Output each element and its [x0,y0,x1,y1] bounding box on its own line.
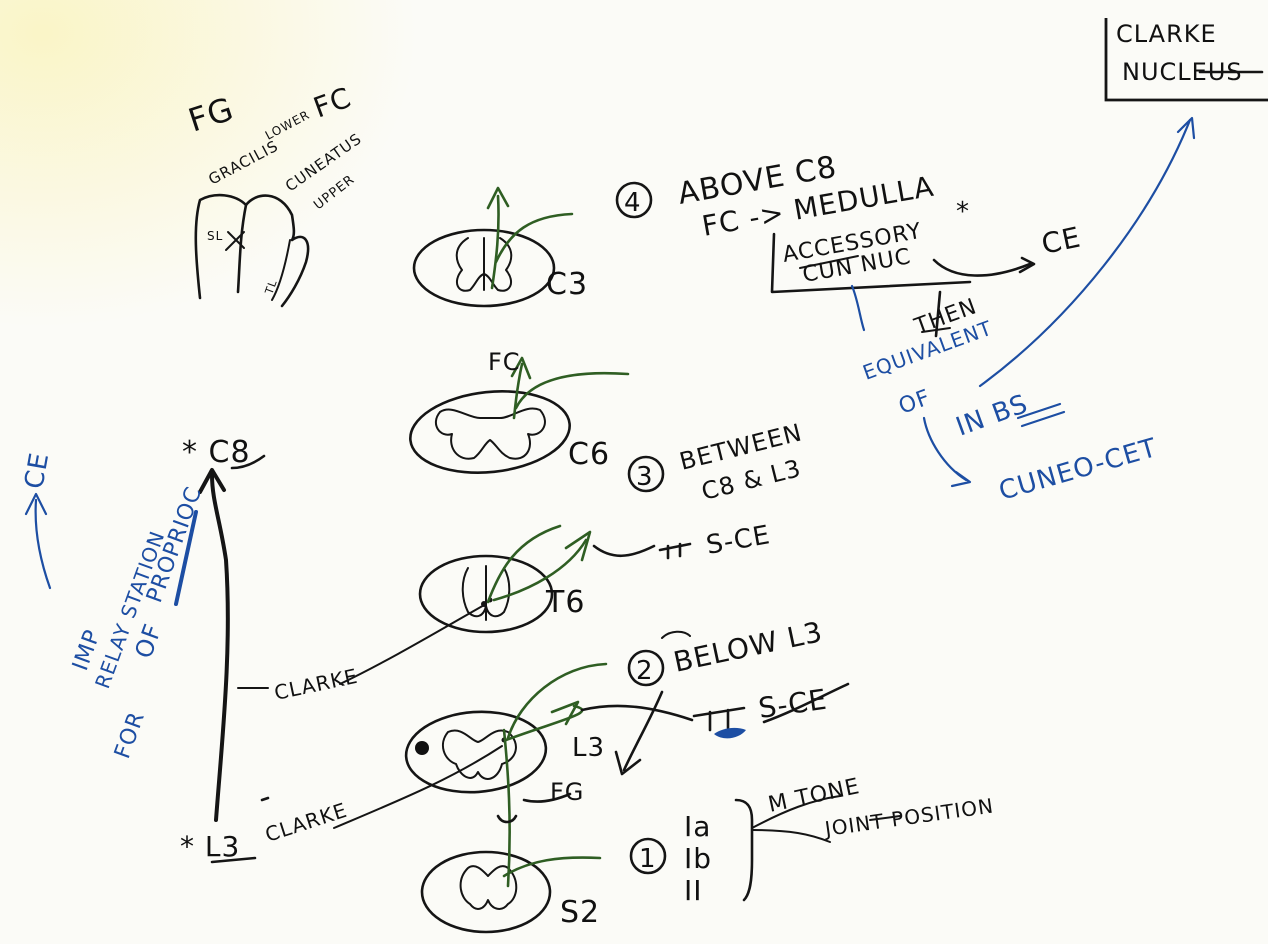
step-3-tract: S-CE [704,520,773,561]
clarke-box-line1: CLARKE [1116,20,1217,48]
for-label: FOR [110,708,150,762]
ce-arrow-label: CE [19,450,55,491]
fc-arrow-label: FC [488,348,521,376]
dorsal-column-sketch: FG GRACILIS LOWER FC CUNEATUS UPPER SL T… [184,81,365,308]
clarke-column-arrow: * C8 * L3 CLARKE CLARKE [180,435,360,864]
step-2-line1: BELOW L3 [671,615,826,679]
step-4-block: 4 ABOVE C8 FC -> MEDULLA ACCESSORY CUN N… [615,150,1084,294]
fiber-ia: Ia [684,810,711,843]
step-2-number: 2 [636,656,654,686]
spinal-section-l3: L3 [333,662,694,829]
upper-label: UPPER [311,172,358,213]
step-3-number: 3 [636,462,654,492]
c6-label: C6 [568,437,610,472]
spinal-section-c6: FC C6 [409,348,630,474]
step-4-ce: CE [1039,220,1084,260]
t6-label: T6 [545,585,585,620]
gracilis-label: GRACILIS [205,137,281,189]
step-2-block: 2 BELOW L3 S-CE [614,615,850,776]
in-bs-label: IN BS [952,389,1032,443]
clarke-label-l3: CLARKE [262,798,350,847]
s2-label: S2 [560,895,600,930]
clarke-label-t6: CLARKE [272,664,360,705]
fc-heading: FC [309,81,356,125]
fiber-ii: II [684,874,703,907]
step-2-tract: S-CE [756,683,829,725]
step-3-block: 3 BETWEEN C8 & L3 S-CE [627,418,805,561]
step-4-star: * [956,197,970,227]
step-4-number: 4 [624,188,642,218]
relay-station-label: RELAY STATION [90,527,169,691]
step-1-number: 1 [639,844,657,874]
step-1-block: 1 Ia Ib II M TONE JOINT POSITION [629,774,995,907]
spinal-section-c3: C3 [412,186,588,308]
fg-level-label: FG [550,778,584,806]
fg-heading: FG [184,89,239,139]
spinal-section-t6: T6 [339,524,656,685]
clarke-nucleus-box: CLARKE NUCLEUS [1104,18,1268,102]
blue-notes-left: CE IMP RELAY STATION FOR OF PROPRIOC [19,450,207,762]
cuneo-cet-label: CUNEO-CET [996,433,1161,507]
tl-label: TL [262,278,280,297]
of-label: OF [896,385,935,419]
fiber-ib: Ib [684,842,712,875]
sl-label: SL [207,229,223,243]
c8-label: * C8 [182,435,251,470]
c3-label: C3 [546,267,588,302]
m-tone-label: M TONE [766,774,862,818]
spinal-section-s2: FG S2 [420,728,602,934]
lower-label: LOWER [263,108,312,143]
l3-star-label: * L3 [180,830,240,863]
l3-label: L3 [572,733,605,763]
